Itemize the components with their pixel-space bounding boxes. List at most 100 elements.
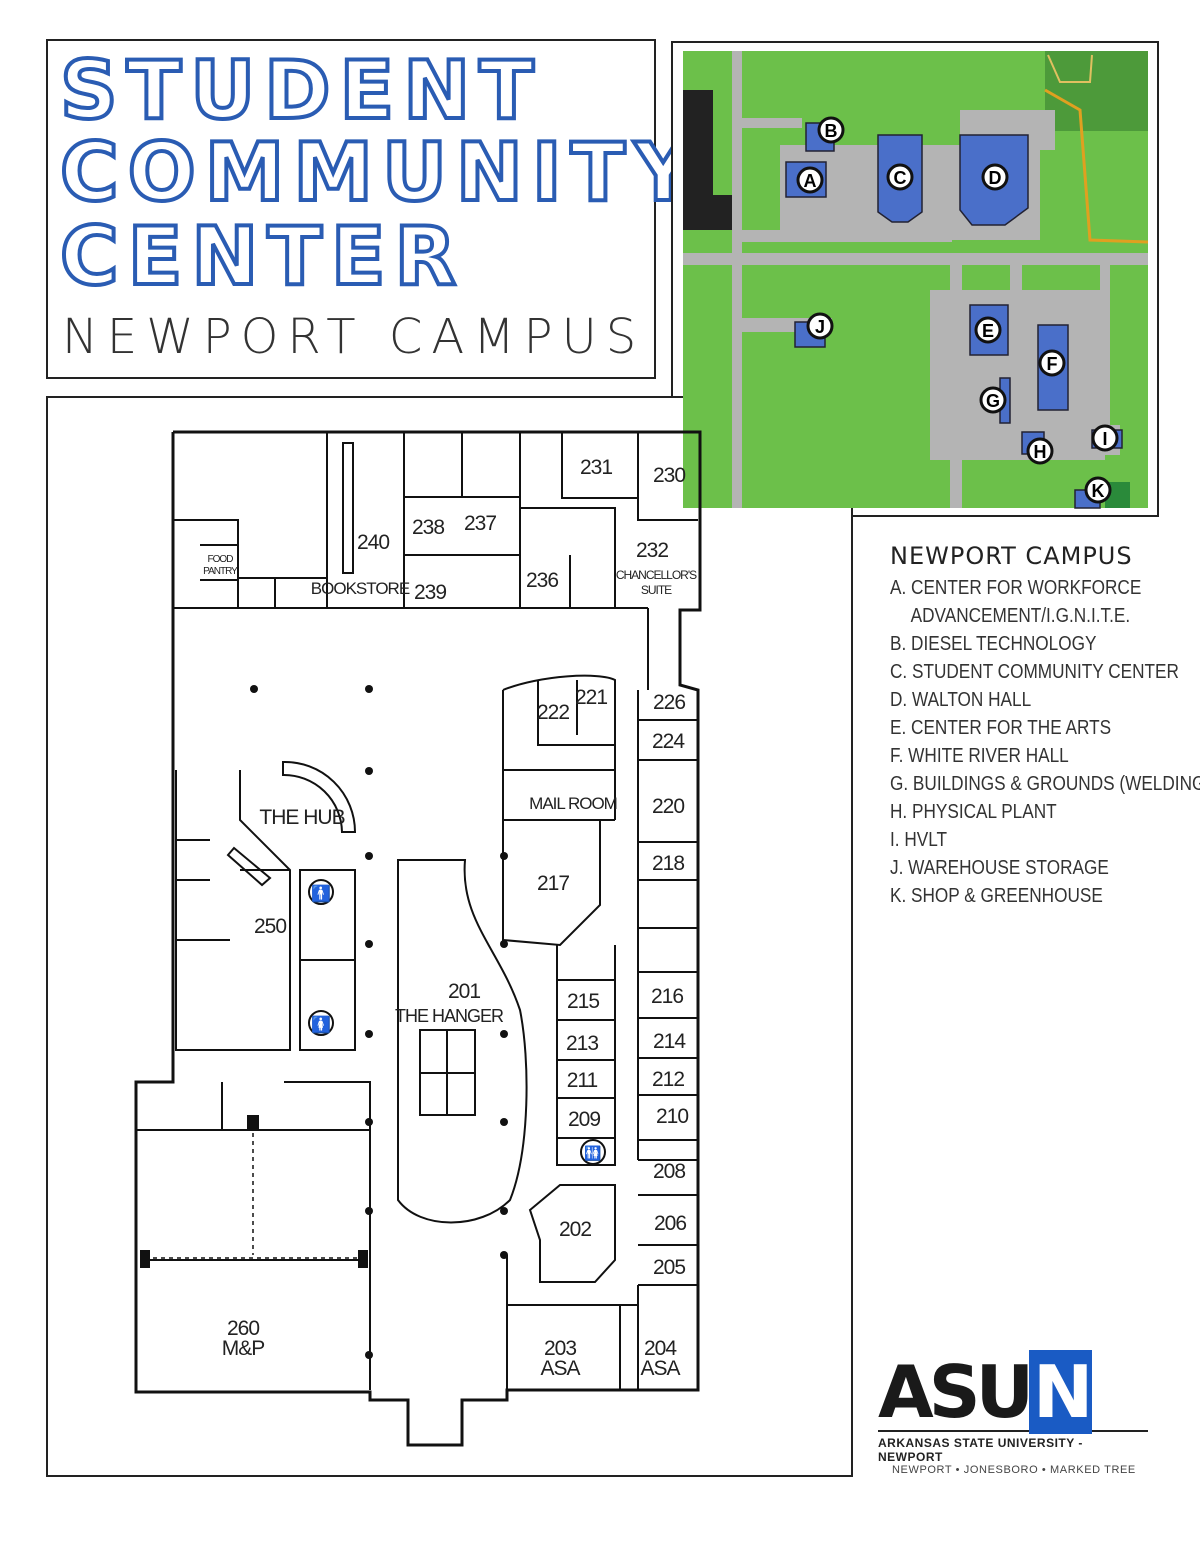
logo-university-name: ARKANSAS STATE UNIVERSITY - NEWPORT (878, 1436, 1083, 1464)
suite-label: SUITE (641, 583, 672, 597)
field-path (1047, 54, 1093, 83)
legend-item: J. WAREHOUSE STORAGE (890, 857, 1109, 879)
room-226: 226 (653, 691, 685, 714)
legend-item: K. SHOP & GREENHOUSE (890, 885, 1103, 907)
room-213: 213 (566, 1032, 598, 1055)
room-labels: 231 230 238 237 240 239 236 232 CHANCELL… (203, 456, 698, 1380)
marker-h: H (1026, 437, 1054, 465)
title-line-3: CENTER (58, 210, 466, 303)
marker-e: E (974, 316, 1002, 344)
svg-text:G: G (986, 391, 1000, 411)
mail-room-label: MAIL ROOM (529, 794, 617, 813)
marker-d: D (981, 163, 1009, 191)
svg-text:🚻: 🚻 (584, 1145, 601, 1162)
legend-item: D. WALTON HALL (890, 689, 1032, 711)
svg-text:E: E (982, 321, 994, 341)
marker-b: B (817, 116, 845, 144)
campus-legend: NEWPORT CAMPUS A. CENTER FOR WORKFORCE A… (890, 542, 1200, 910)
room-260-mp: M&P (222, 1337, 265, 1360)
marker-f: F (1038, 349, 1066, 377)
legend-item: H. PHYSICAL PLANT (890, 801, 1057, 823)
room-202: 202 (559, 1218, 591, 1241)
svg-text:F: F (1047, 354, 1058, 374)
room-220: 220 (652, 795, 684, 818)
room-222: 222 (537, 701, 569, 724)
room-239: 239 (414, 581, 446, 604)
bookstore-label: BOOKSTORE (311, 579, 410, 598)
baseball-field (1045, 51, 1148, 131)
title-panel: STUDENT COMMUNITY CENTER NEWPORT CAMPUS (46, 39, 694, 379)
svg-text:A: A (804, 171, 817, 191)
asun-logo: ASUN ARKANSAS STATE UNIVERSITY - NEWPORT… (878, 1350, 1148, 1476)
svg-text:C: C (894, 168, 907, 188)
legend-item: B. DIESEL TECHNOLOGY (890, 633, 1097, 655)
svg-text:🚹: 🚹 (311, 884, 331, 903)
room-206: 206 (654, 1212, 686, 1235)
svg-text:H: H (1034, 442, 1047, 462)
floor-plan-walls: 🚹 🚺 🚻 (134, 430, 702, 1447)
room-250: 250 (254, 915, 286, 938)
room-230: 230 (653, 464, 685, 487)
food-label: FOOD (208, 554, 234, 565)
room-218: 218 (652, 852, 684, 875)
room-203-asa: ASA (540, 1357, 580, 1380)
room-237: 237 (464, 512, 496, 535)
room-236: 236 (526, 569, 558, 592)
title-subtitle: NEWPORT CAMPUS (62, 309, 646, 365)
svg-text:🚺: 🚺 (311, 1015, 331, 1034)
room-231: 231 (580, 456, 612, 479)
room-238: 238 (412, 516, 444, 539)
svg-text:K: K (1092, 481, 1105, 501)
legend-item: F. WHITE RIVER HALL (890, 745, 1069, 767)
marker-g: G (979, 386, 1007, 414)
logo-campuses: NEWPORT • JONESBORO • MARKED TREE (892, 1464, 1136, 1476)
svg-text:I: I (1102, 429, 1107, 449)
title-line-2: COMMUNITY (58, 126, 702, 219)
room-201: 201 (448, 980, 480, 1003)
logo-wordmark: ASUN (878, 1350, 1148, 1434)
legend-item: A. CENTER FOR WORKFORCE (890, 577, 1142, 599)
room-214: 214 (653, 1030, 686, 1053)
legend-item: ADVANCEMENT/I.G.N.I.T.E. (910, 605, 1131, 627)
restroom-icon: 🚺 (308, 1010, 334, 1036)
room-212: 212 (652, 1068, 684, 1091)
room-210: 210 (656, 1105, 688, 1128)
room-224: 224 (652, 730, 685, 753)
chancellors-label: CHANCELLOR'S (616, 568, 697, 582)
room-216: 216 (651, 985, 683, 1008)
marker-a: A (796, 166, 824, 194)
marker-j: J (806, 312, 834, 340)
the-hanger-label: THE HANGER (395, 1006, 504, 1026)
map-markers: A B C D E F G H I J K (796, 116, 1119, 504)
room-260: 260 (227, 1317, 259, 1340)
legend-heading: NEWPORT CAMPUS (890, 542, 1133, 570)
path (1044, 88, 1149, 244)
restroom-icon: 🚻 (580, 1139, 606, 1165)
campus-map: A B C D E F G H I J K (683, 51, 1149, 509)
marker-c: C (886, 163, 914, 191)
room-215: 215 (567, 990, 599, 1013)
room-240: 240 (357, 531, 389, 554)
the-hub-label: THE HUB (259, 806, 344, 829)
logo-divider (878, 1430, 1148, 1432)
marker-i: I (1091, 424, 1119, 452)
dark-building-2 (710, 195, 732, 230)
room-217: 217 (537, 872, 569, 895)
legend-item: C. STUDENT COMMUNITY CENTER (890, 661, 1179, 683)
legend-item: E. CENTER FOR THE ARTS (890, 717, 1112, 739)
floor-plan-panel (46, 396, 853, 1477)
room-204: 204 (644, 1337, 677, 1360)
svg-text:J: J (815, 317, 825, 337)
pantry-label: PANTRY (203, 566, 238, 577)
room-221: 221 (575, 686, 607, 709)
room-211: 211 (567, 1069, 598, 1092)
svg-text:B: B (825, 121, 838, 141)
room-203: 203 (544, 1337, 576, 1360)
marker-k: K (1084, 476, 1112, 504)
room-204-asa: ASA (640, 1357, 680, 1380)
room-209: 209 (568, 1108, 600, 1131)
legend-item: I. HVLT (890, 829, 948, 851)
room-232: 232 (636, 539, 668, 562)
restroom-icon: 🚹 (308, 879, 334, 905)
